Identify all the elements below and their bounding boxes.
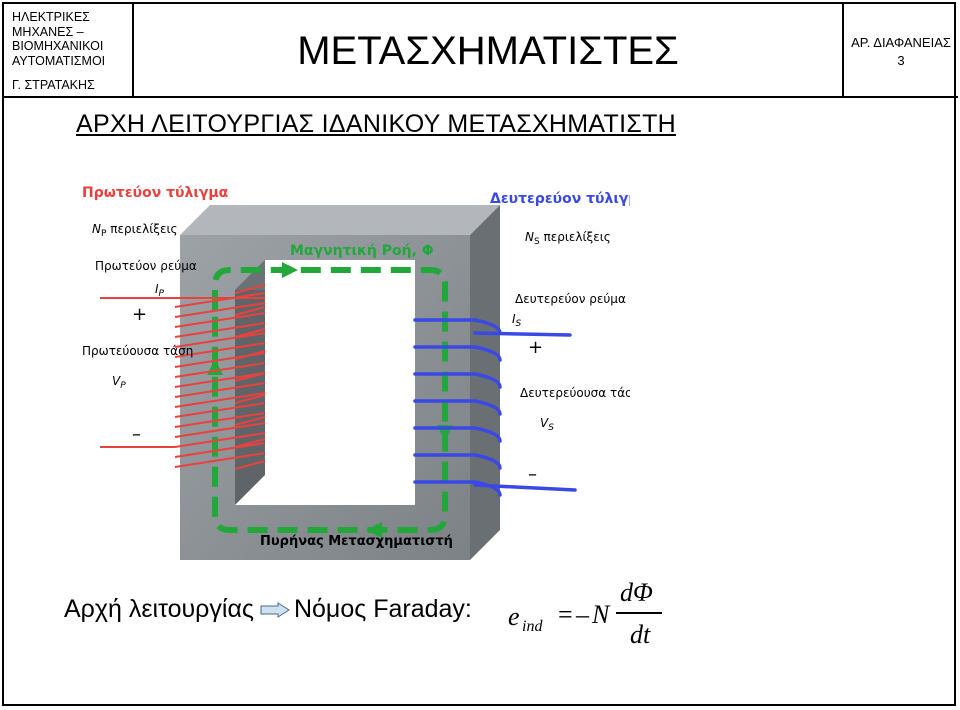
primary-winding: [100, 284, 266, 470]
fraction-bar: [616, 612, 662, 614]
formula-minus: –: [576, 600, 589, 629]
formula-N: N: [592, 600, 610, 629]
primary-turns-label: NP περιελίξεις: [92, 222, 178, 239]
section-title: ΑΡΧΗ ΛΕΙΤΟΥΡΓΙΑΣ ΙΔΑΝΙΚΟΥ ΜΕΤΑΣΧΗΜΑΤΙΣΤΗ: [76, 110, 677, 138]
secondary-voltage-label: Δευτερεύουσα τάση: [520, 386, 630, 400]
slide-number-label: ΑΡ. ΔΙΑΦΑΝΕΙΑΣ: [851, 35, 951, 50]
secondary-minus: –: [528, 464, 537, 485]
author-name: Γ. ΣΤΡΑΤΑΚΗΣ: [12, 77, 95, 92]
secondary-voltage-symbol: VS: [540, 416, 554, 433]
page-title: ΜΕΤΑΣΧΗΜΑΤΙΣΤΕΣ: [134, 4, 842, 98]
faraday-formula: e ind = – N dΦ dt: [508, 578, 688, 650]
right-arrow-icon: [260, 601, 290, 618]
formula-numerator: dΦ: [620, 578, 653, 607]
secondary-turns-label: NS περιελίξεις: [525, 230, 611, 247]
flux-arrow-top: [282, 262, 298, 278]
formula-equals: =: [558, 600, 573, 629]
flux-label: Μαγνητική Ροή, Φ: [290, 243, 434, 259]
primary-minus: –: [132, 424, 141, 445]
secondary-plus: +: [528, 337, 543, 358]
formula-subscript: ind: [522, 618, 543, 635]
formula-e: e: [508, 602, 520, 631]
law-label: Νόμος Faraday:: [293, 595, 472, 623]
principle-line: Αρχή λειτουργίας Νόμος Faraday:: [64, 595, 472, 624]
primary-plus: +: [132, 304, 147, 325]
formula-denominator: dt: [630, 620, 651, 649]
principle-label: Αρχή λειτουργίας: [64, 595, 254, 623]
primary-voltage-label: Πρωτεύουσα τάση: [82, 344, 193, 358]
core-label: Πυρήνας Μετασχηματιστή: [260, 534, 453, 549]
flux-path: [212, 267, 448, 533]
secondary-current-symbol: IS: [512, 312, 522, 329]
primary-voltage-symbol: VP: [112, 374, 126, 391]
header-department: ΗΛΕΚΤΡΙΚΕΣ ΜΗΧΑΝΕΣ – ΒΙΟΜΗΧΑΝΙΚΟΙ ΑΥΤΟΜΑ…: [4, 4, 134, 98]
slide-number-box: ΑΡ. ΔΙΑΦΑΝΕΙΑΣ 3: [842, 4, 958, 98]
department-name: ΗΛΕΚΤΡΙΚΕΣ ΜΗΧΑΝΕΣ – ΒΙΟΜΗΧΑΝΙΚΟΙ ΑΥΤΟΜΑ…: [12, 10, 106, 68]
primary-current-symbol: IP: [155, 282, 165, 299]
secondary-winding: [413, 318, 577, 497]
primary-current-label: Πρωτεύον ρεύμα: [95, 259, 197, 273]
primary-winding-label: Πρωτεύον τύλιγμα: [82, 185, 229, 201]
secondary-current-label: Δευτερεύον ρεύμα: [515, 292, 626, 306]
slide-number: 3: [897, 53, 905, 68]
secondary-winding-label: Δευτερεύον τύλιγμα: [490, 191, 630, 207]
flux-arrow-bottom: [366, 522, 382, 538]
transformer-diagram: Πρωτεύον τύλιγμα NP περιελίξεις Δευτερεύ…: [82, 185, 630, 560]
